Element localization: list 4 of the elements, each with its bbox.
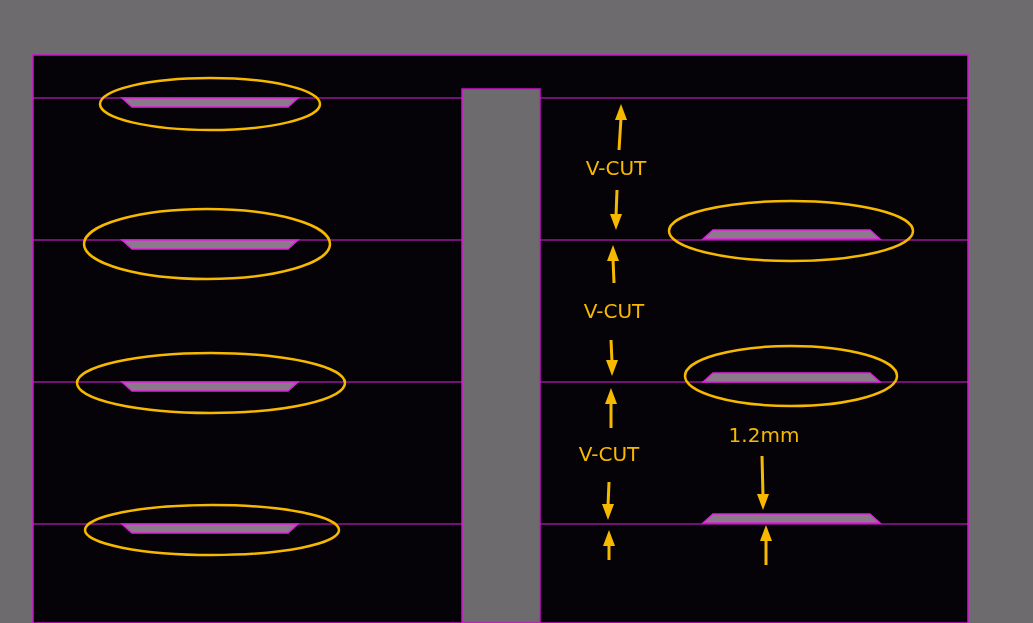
cut-label: V-CUT xyxy=(583,301,645,321)
dimension-label: 1.2mm xyxy=(728,425,800,445)
cut-label: V-CUT xyxy=(578,444,640,464)
cut-label: V-CUT xyxy=(585,158,647,178)
